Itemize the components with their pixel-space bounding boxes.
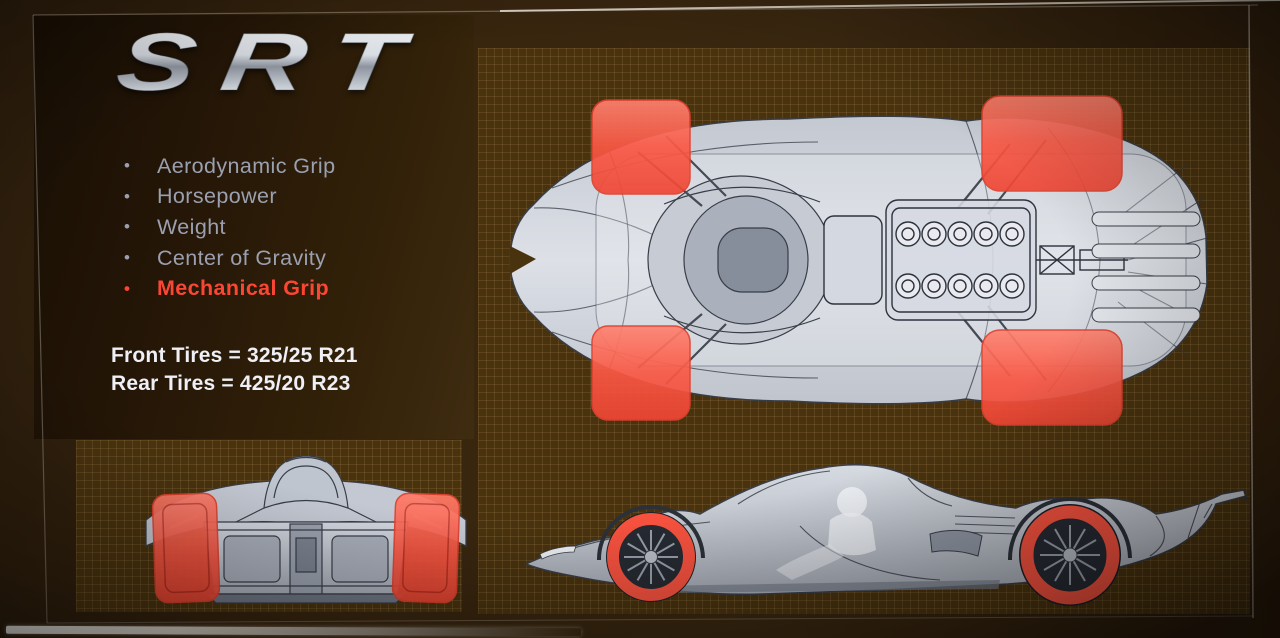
srt-logo-svg: SRT [111, 16, 435, 109]
cockpit-canopy [647, 175, 833, 345]
tire-highlight-front-right [591, 325, 691, 421]
bullet-label: Mechanical Grip [157, 276, 330, 301]
front-wheel-highlight [606, 512, 696, 602]
tire-highlight-front-left [591, 99, 691, 195]
bullet-item-center-of-gravity: • Center of Gravity [118, 243, 335, 274]
tire-highlight-rear-left [981, 95, 1123, 192]
bullet-item-aerodynamic-grip: • Aerodynamic Grip [118, 151, 335, 182]
bullet-icon: • [124, 248, 131, 268]
bullet-list: • Aerodynamic Grip • Horsepower • Weight… [118, 151, 335, 304]
rear-wheel-highlight [1019, 504, 1121, 606]
car-front-view-diagram [145, 455, 467, 604]
car-side-view-diagram [524, 464, 1249, 606]
bullet-icon: • [124, 278, 131, 298]
bullet-label: Weight [157, 214, 226, 239]
bullet-icon: • [124, 186, 131, 206]
bullet-icon: • [124, 156, 131, 176]
tire-highlight-rear-right [981, 329, 1123, 426]
bullet-label: Center of Gravity [157, 245, 327, 270]
bullet-label: Horsepower [157, 184, 277, 209]
car-top-view-diagram [509, 95, 1208, 426]
spec-rear-tires: Rear Tires = 425/20 R23 [111, 371, 351, 395]
tire-specs: Front Tires = 325/25 R21 Rear Tires = 42… [111, 342, 358, 397]
bullet-item-horsepower: • Horsepower [118, 182, 335, 213]
bullet-item-mechanical-grip: • Mechanical Grip [118, 273, 335, 304]
srt-logo-text: SRT [111, 18, 434, 108]
spec-front-tires: Front Tires = 325/25 R21 [111, 344, 358, 367]
bullet-icon: • [124, 217, 131, 237]
tire-highlight-left [151, 492, 221, 604]
tire-highlight-right [391, 492, 461, 604]
bullet-label: Aerodynamic Grip [157, 153, 336, 178]
srt-logo: SRT [86, 16, 446, 114]
screen-edge-highlight [5, 625, 582, 637]
bullet-item-weight: • Weight [118, 212, 335, 243]
